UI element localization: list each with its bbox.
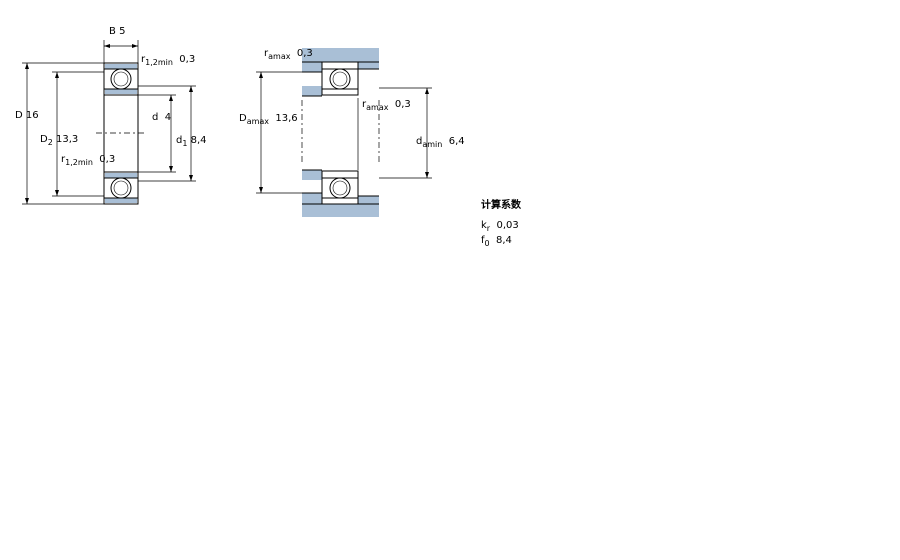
dim-ramax-top-label: ramax 0,3 bbox=[264, 48, 313, 61]
dim-d-label: d 4 bbox=[152, 112, 172, 123]
right-arrowheads bbox=[259, 72, 429, 193]
dim-Damax-label: Damax 13,6 bbox=[239, 113, 298, 126]
calc-factors-title: 计算系数 bbox=[481, 200, 521, 211]
dim-B-label: B 5 bbox=[109, 26, 126, 37]
right-mounting-section bbox=[256, 48, 432, 217]
dim-D-label: D 16 bbox=[15, 110, 39, 121]
calc-f0: f0 8,4 bbox=[481, 235, 512, 248]
dim-D2-label: D2 13,3 bbox=[40, 134, 79, 147]
dim-damin-label: damin 6,4 bbox=[416, 136, 465, 149]
dim-r12-top-label: r1,2min 0,3 bbox=[141, 54, 196, 67]
left-arrowheads bbox=[25, 44, 193, 204]
dim-ramax-mid-label: ramax 0,3 bbox=[362, 99, 411, 112]
dim-r12-mid-label: r1,2min 0,3 bbox=[61, 154, 116, 167]
dim-d1-label: d1 8,4 bbox=[176, 135, 207, 148]
left-bearing-section bbox=[22, 40, 196, 205]
calc-kr: kr 0,03 bbox=[481, 220, 519, 233]
